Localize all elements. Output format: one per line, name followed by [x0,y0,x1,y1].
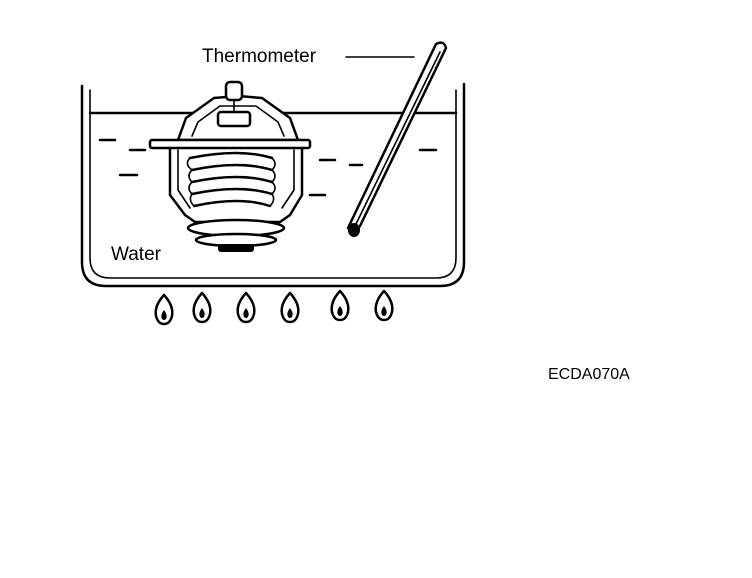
container-icon [80,82,466,288]
figure-code-label: ECDA070A [548,366,630,383]
water-label: Water [111,244,162,265]
thermostat-icon [148,80,312,252]
flame-icon [154,289,394,326]
spring-coil [186,151,276,208]
thermometer-label: Thermometer [202,46,317,67]
thermometer-icon [346,41,448,237]
